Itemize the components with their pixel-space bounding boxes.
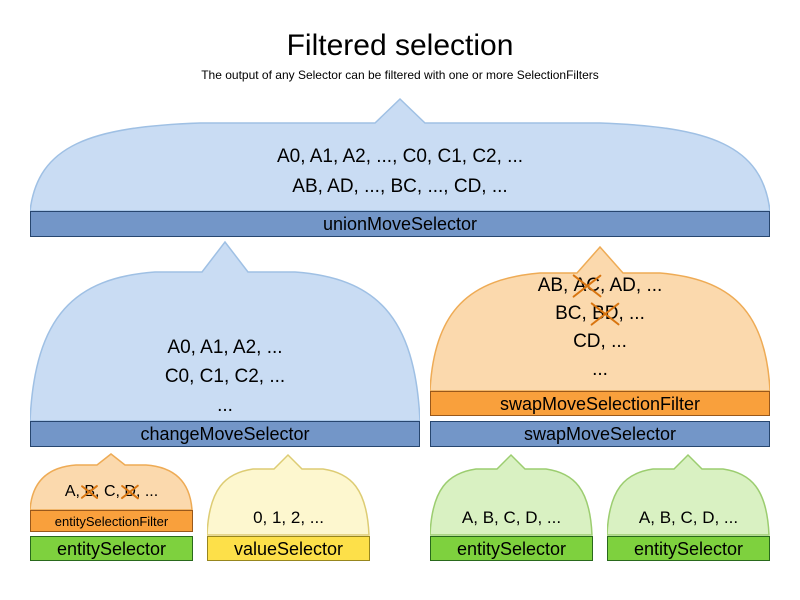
swap-move-selection-filter-label: swapMoveSelectionFilter <box>499 393 701 414</box>
union-move-selector-label: unionMoveSelector <box>322 214 478 234</box>
value-selector-arrow-shape <box>207 453 370 536</box>
entity-selector-arrow-2-shape <box>430 453 593 536</box>
swap-move-selector-bar: swapMoveSelector <box>430 421 770 447</box>
swap-line2-crossed-value: BD <box>592 300 618 328</box>
swap-move-selection-filter-bar: swapMoveSelectionFilter <box>430 391 770 416</box>
entity-selector-values-3: A, B, C, D, ... <box>638 508 739 527</box>
entity-filtered-crossed-value-1: B <box>84 483 96 500</box>
swap-line1-pre: AB, <box>537 275 574 296</box>
entity-selection-filter-bar: entitySelectionFilter <box>30 510 193 532</box>
change-move-selector-bar: changeMoveSelector <box>30 421 420 447</box>
change-output-arrow <box>30 240 420 422</box>
swap-line1-crossed-value: AC <box>574 272 600 300</box>
entity-selector-arrow-3 <box>607 453 770 536</box>
entity-filtered-crossed-value-2: D <box>124 483 136 500</box>
entity-filtered-arrow-shape <box>30 453 193 511</box>
union-output-arrow-shape <box>30 97 770 212</box>
entity-filtered-values: A, B, C, D, ... <box>30 482 193 502</box>
union-output-arrow <box>30 97 770 212</box>
change-move-selector-label: changeMoveSelector <box>140 424 310 444</box>
change-values-line3: ... <box>217 395 233 416</box>
entity-selection-filter-label: entitySelectionFilter <box>54 513 169 529</box>
union-move-selector-bar: unionMoveSelector <box>30 211 770 237</box>
entity-selector-label-1: entitySelector <box>56 538 167 559</box>
change-values-line1: A0, A1, A2, ... <box>167 337 283 358</box>
swap-move-selector-label: swapMoveSelector <box>523 424 677 444</box>
entity-selector-bar-2: entitySelector <box>430 536 593 561</box>
change-output-values: A0, A1, A2, ... C0, C1, C2, ... ... <box>30 333 420 420</box>
value-selector-values: 0, 1, 2, ... <box>253 508 324 527</box>
value-selector-bar: valueSelector <box>207 536 370 561</box>
change-output-arrow-shape <box>30 240 420 422</box>
union-output-values: A0, A1, A2, ..., C0, C1, C2, ... AB, AD,… <box>30 142 770 202</box>
entity-selector-values-2: A, B, C, D, ... <box>461 508 562 527</box>
entity-filtered-p4: , ... <box>135 483 159 500</box>
diagram-subtitle: The output of any Selector can be filter… <box>201 68 599 82</box>
union-values-line2: AB, AD, ..., BC, ..., CD, ... <box>292 176 508 197</box>
entity-filtered-arrow <box>30 453 193 511</box>
entity-selector-bar-3: entitySelector <box>607 536 770 561</box>
swap-output-values: AB, AC, AD, ... BC, BD, ... CD, ... ... <box>430 272 770 384</box>
diagram-title: Filtered selection <box>286 29 514 62</box>
value-selector-arrow <box>207 453 370 536</box>
value-selector-label: valueSelector <box>233 538 344 559</box>
swap-values-line1: AB, AC, AD, ... <box>430 272 770 300</box>
entity-filtered-p2: , C, <box>95 483 125 500</box>
union-values-line1: A0, A1, A2, ..., C0, C1, C2, ... <box>276 146 524 167</box>
entity-filtered-p0: A, <box>64 483 85 500</box>
swap-line2-pre: BC, <box>555 303 593 324</box>
entity-selector-arrow-3-shape <box>607 453 770 536</box>
swap-values-line2: BC, BD, ... <box>430 300 770 328</box>
swap-line2-post: , ... <box>618 303 645 324</box>
swap-line1-post: , AD, ... <box>600 275 663 296</box>
entity-selector-label-3: entitySelector <box>633 538 744 559</box>
swap-values-line4: ... <box>592 359 608 380</box>
entity-selector-arrow-2 <box>430 453 593 536</box>
change-values-line2: C0, C1, C2, ... <box>164 366 286 387</box>
swap-values-line3: CD, ... <box>573 331 627 352</box>
entity-selector-bar-1: entitySelector <box>30 536 193 561</box>
entity-selector-label-2: entitySelector <box>456 538 567 559</box>
